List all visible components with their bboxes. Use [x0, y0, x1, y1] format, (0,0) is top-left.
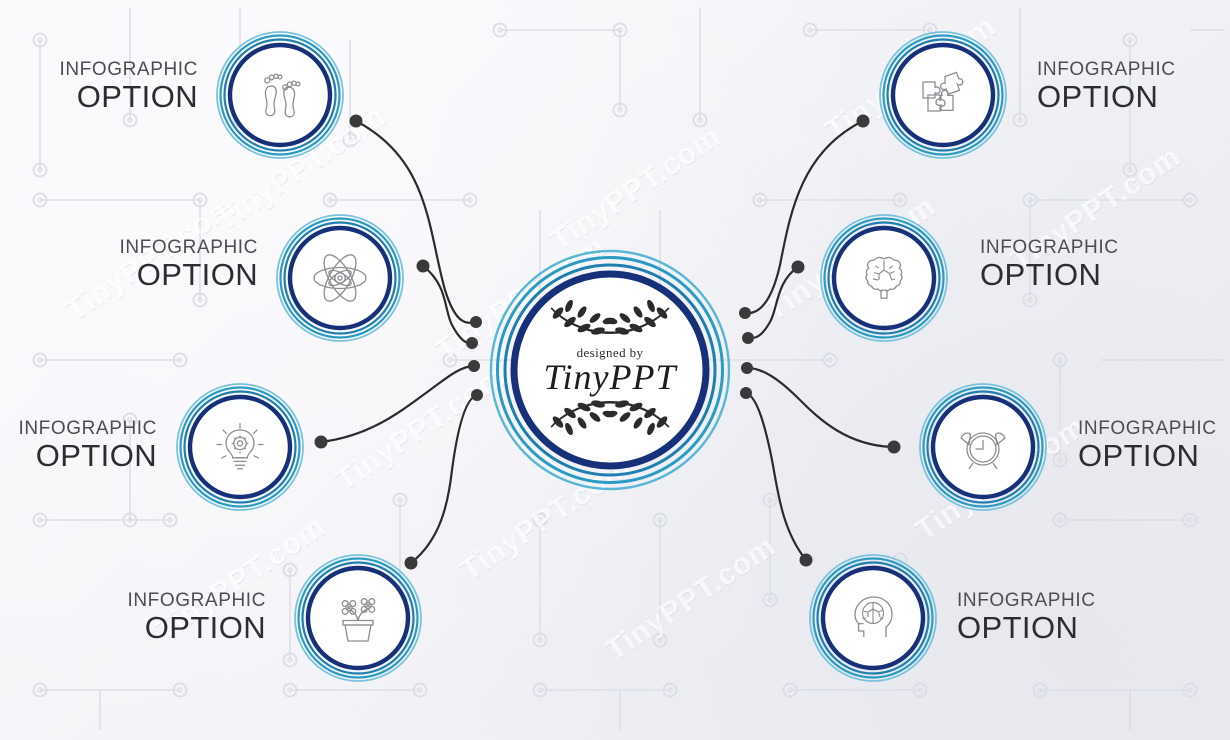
option-ring-brain [819, 213, 949, 343]
option-label-line1-puzzle: INFOGRAPHIC [1037, 59, 1176, 80]
head-brain-icon [840, 585, 906, 651]
option-node-clock[interactable] [918, 382, 1048, 512]
option-node-brain[interactable] [819, 213, 949, 343]
brand-text: TinyPPT [543, 357, 677, 397]
option-label-line1-idea: INFOGRAPHIC [18, 418, 157, 439]
laurel-top-icon [550, 299, 670, 335]
option-ring-puzzle [878, 30, 1008, 160]
center-logo: designed by TinyPPT [515, 299, 705, 440]
lightbulb-gear-icon [207, 414, 273, 480]
option-label-line2-puzzle: OPTION [1037, 79, 1159, 115]
option-node-mind[interactable] [808, 553, 938, 683]
option-label-line1-mind: INFOGRAPHIC [957, 590, 1096, 611]
footprints-icon [247, 62, 313, 128]
designed-by-text: designed by [576, 345, 644, 360]
laurel-bottom-icon [550, 400, 670, 436]
center-medallion[interactable]: designed by TinyPPT [489, 249, 731, 491]
option-label-line2-footprints: OPTION [76, 79, 198, 115]
option-label-line2-mind: OPTION [957, 610, 1079, 646]
option-node-plant[interactable] [293, 553, 423, 683]
option-node-puzzle[interactable] [878, 30, 1008, 160]
brain-icon [851, 245, 917, 311]
puzzle-icon [910, 62, 976, 128]
option-label-line1-clock: INFOGRAPHIC [1078, 418, 1217, 439]
atom-icon [307, 245, 373, 311]
option-label-line1-atom: INFOGRAPHIC [119, 237, 258, 258]
option-ring-atom [275, 213, 405, 343]
option-label-line2-clock: OPTION [1078, 438, 1200, 474]
option-label-line1-footprints: INFOGRAPHIC [59, 59, 198, 80]
alarm-clock-icon [950, 414, 1016, 480]
option-ring-idea [175, 382, 305, 512]
option-label-line2-plant: OPTION [144, 610, 266, 646]
option-node-atom[interactable] [275, 213, 405, 343]
option-node-footprints[interactable] [215, 30, 345, 160]
option-label-line1-plant: INFOGRAPHIC [127, 590, 266, 611]
option-ring-footprints [215, 30, 345, 160]
option-label-line1-brain: INFOGRAPHIC [980, 237, 1119, 258]
option-label-line2-atom: OPTION [136, 257, 258, 293]
option-node-idea[interactable] [175, 382, 305, 512]
option-label-line2-brain: OPTION [980, 257, 1102, 293]
option-label-line2-idea: OPTION [35, 438, 157, 474]
flowerpot-icon [325, 585, 391, 651]
